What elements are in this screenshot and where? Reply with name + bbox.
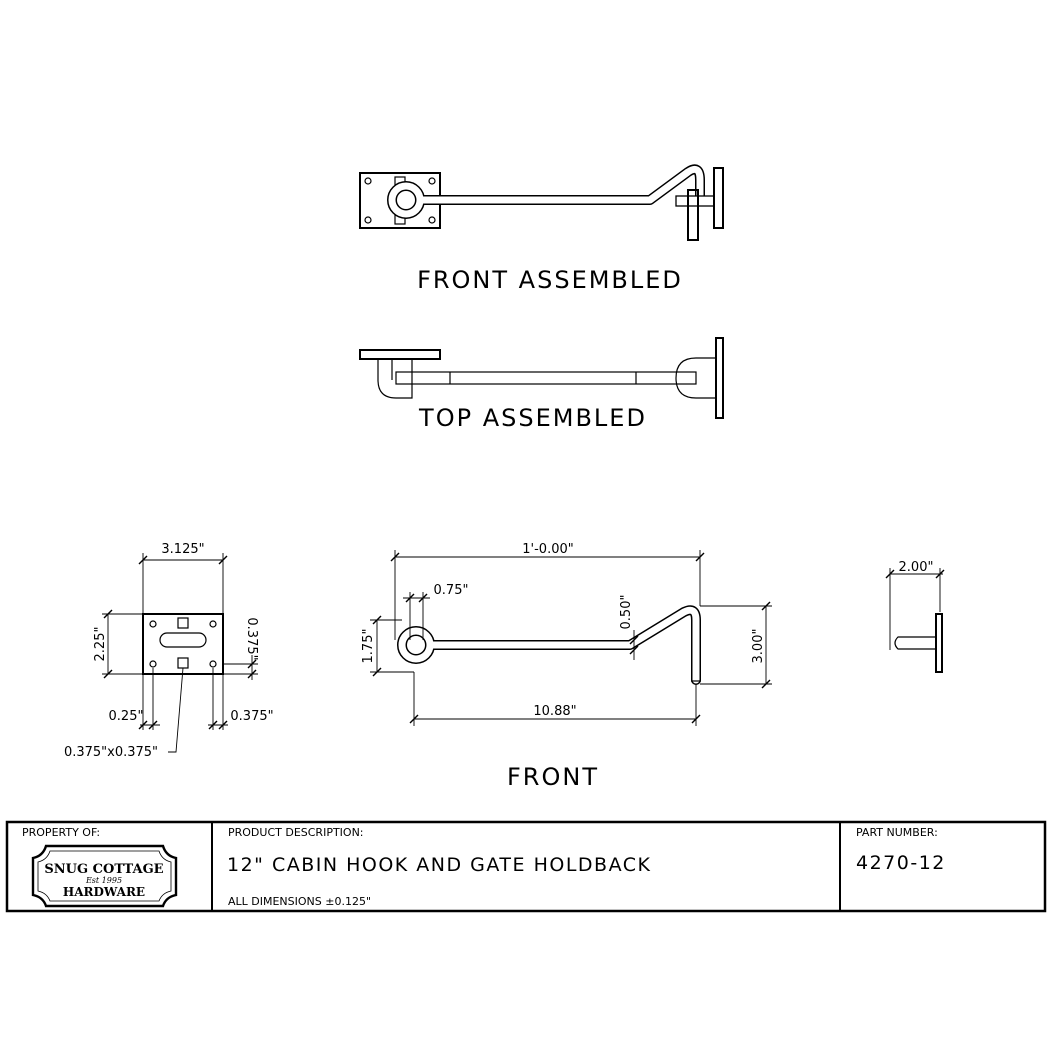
dim-hook-reach: 10.88"	[533, 704, 576, 719]
logo-line-1: SNUG COTTAGE	[44, 862, 163, 877]
view-label-front: FRONT	[507, 763, 599, 791]
title-block: PROPERTY OF: SNUG COTTAGE Est 1995 HARDW…	[5, 820, 1047, 913]
dim-wire-diameter: 0.50"	[619, 595, 634, 630]
dim-staple-depth: 2.00"	[899, 560, 934, 575]
logo-line-2: HARDWARE	[63, 885, 145, 899]
property-label: PROPERTY OF:	[22, 826, 100, 839]
tolerance-note: ALL DIMENSIONS ±0.125"	[228, 895, 371, 908]
staple-plate	[713, 167, 724, 229]
plate-outline	[142, 613, 224, 675]
dim-eye-height: 1.75"	[361, 629, 376, 664]
hook-front-view: 1'-0.00" 0.75" 1.75" 0.50" 3.00" 10.88"	[361, 542, 772, 791]
dim-plate-hole-offset: 0.375"	[244, 617, 259, 660]
staple-plate-top	[715, 337, 724, 419]
dim-plate-width: 3.125"	[161, 542, 204, 557]
company-logo: SNUG COTTAGE Est 1995 HARDWARE	[31, 844, 178, 908]
dim-eye-width: 0.75"	[434, 583, 469, 598]
dim-plate-edge-right: 0.375"	[230, 709, 273, 724]
dim-hook-drop: 3.00"	[751, 629, 766, 664]
logo-est: Est 1995	[85, 876, 122, 885]
dim-plate-edge-left: 0.25"	[109, 709, 144, 724]
staple-detail-view: 2.00"	[885, 560, 945, 673]
part-number-label: PART NUMBER:	[856, 826, 938, 839]
dim-hook-length: 1'-0.00"	[522, 542, 573, 557]
front-assembled-view: FRONT ASSEMBLED	[359, 164, 724, 294]
plate-edge	[359, 349, 441, 360]
staple-wire	[675, 195, 715, 207]
part-number: 4270-12	[856, 852, 946, 874]
plate-detail-view: 3.125" 2.25" 0.375" 0.25" 0.375" 0.375"x…	[64, 542, 274, 760]
product-label: PRODUCT DESCRIPTION:	[228, 826, 364, 839]
product-name: 12" CABIN HOOK AND GATE HOLDBACK	[227, 854, 651, 876]
view-label-front-assembled: FRONT ASSEMBLED	[417, 266, 683, 294]
view-label-top-assembled: TOP ASSEMBLED	[418, 404, 647, 432]
staple-plate-detail	[935, 613, 943, 673]
dim-plate-square: 0.375"x0.375"	[64, 745, 158, 760]
hook-rod-top	[395, 371, 697, 385]
dim-plate-height: 2.25"	[93, 627, 108, 662]
top-assembled-view: TOP ASSEMBLED	[359, 337, 724, 432]
hook-wire	[387, 164, 705, 219]
